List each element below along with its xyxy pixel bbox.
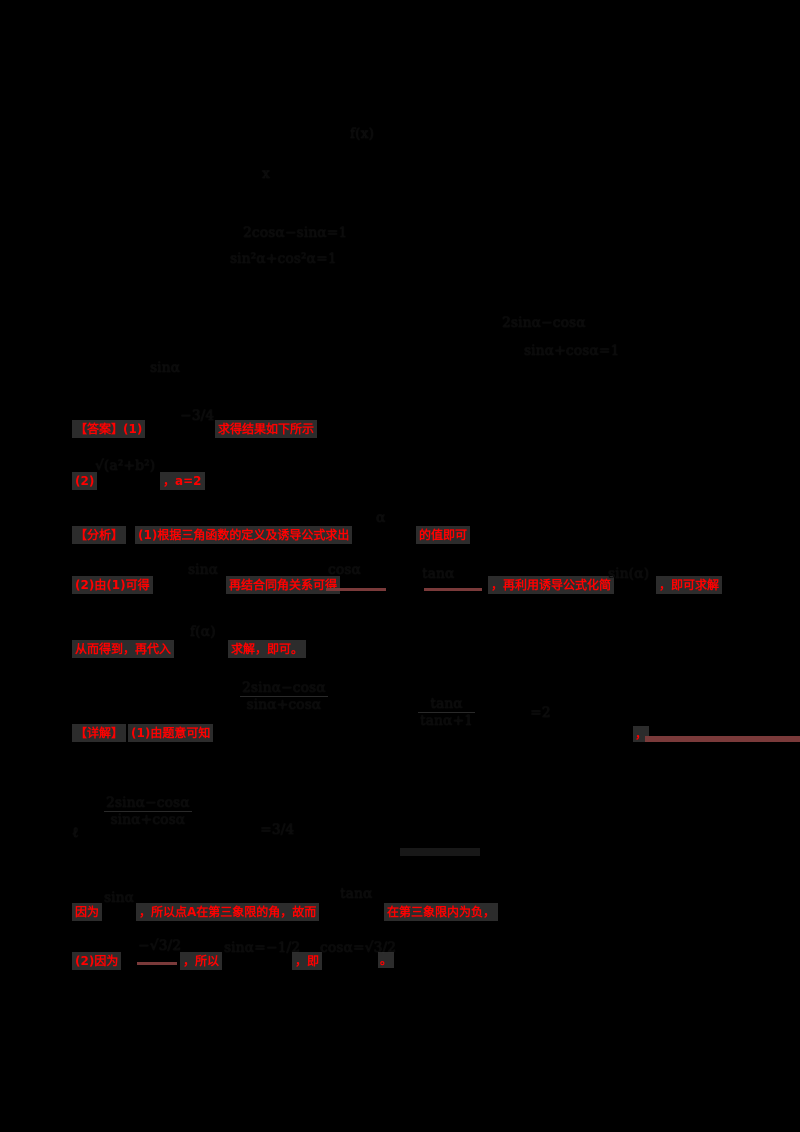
right-system-line-2: sinα+cosα=1 xyxy=(524,343,620,359)
fraction-denominator: sinα+cosα xyxy=(110,812,186,828)
solution-line4-formula-1: −√3/2 xyxy=(138,938,182,954)
solution-line2-rhs: =3/4 xyxy=(260,822,295,838)
analysis-line3-text: 从而得到，再代入 xyxy=(72,640,175,658)
analysis-line2-text: ，再利用诱导公式化简 xyxy=(488,576,615,594)
answer-label-text: 求得结果如下所示 xyxy=(215,420,318,438)
right-system-of-equations: 2sinα−cosα sinα+cosα=1 xyxy=(488,315,619,359)
system-of-equations: 2cosα−sinα=1 sin²α+cos²α=1 xyxy=(205,225,347,267)
analysis-line2-formula-1: sinα xyxy=(188,562,219,578)
header-math-fragment-2: x xyxy=(262,166,270,182)
highlight-bar xyxy=(400,848,480,856)
answer-formula-2: √(a²+b²) xyxy=(95,458,156,474)
fraction-bar xyxy=(418,712,476,713)
solution-line4-mid: ，即 xyxy=(292,952,323,970)
system-line-2: sin²α+cos²α=1 xyxy=(230,251,337,267)
underline xyxy=(326,588,386,591)
analysis-line2-formula-3: tanα xyxy=(422,566,455,582)
analysis-line3-suffix: 求解，即可。 xyxy=(228,640,307,658)
fraction: 2sinα−cosα sinα+cosα xyxy=(240,680,328,713)
answer-formula-1: −3/4 xyxy=(180,408,215,424)
solution-label: 【详解】 xyxy=(72,724,127,742)
right-system-line-1: 2sinα−cosα xyxy=(502,315,586,331)
solution-line3-formula-1: sinα xyxy=(104,890,135,906)
analysis-line2-prefix: (2)由(1)可得 xyxy=(72,576,153,594)
solution-line4-formula-3: cosα=√3/2 xyxy=(320,940,397,956)
fraction: tanα tanα+1 xyxy=(418,696,476,729)
system-line-1: 2cosα−sinα=1 xyxy=(243,225,348,241)
fraction-numerator: 2sinα−cosα xyxy=(106,795,190,811)
underline xyxy=(137,962,177,965)
answer-label-2: (2) xyxy=(72,472,98,490)
analysis-line2-suffix: ，即可求解 xyxy=(656,576,723,594)
answer-suffix: ，a=2 xyxy=(160,472,205,490)
solution-line4-prefix: (2)因为 xyxy=(72,952,122,970)
header-math-fragment-1: f(x) xyxy=(350,126,375,142)
fraction-denominator: sinα+cosα xyxy=(246,697,322,713)
solution-line4-text: ，所以 xyxy=(180,952,223,970)
analysis-label: 【分析】 xyxy=(72,526,127,544)
solution-line3-prefix: 因为 xyxy=(72,903,103,921)
solution-line3-suffix: 在第三象限内为负， xyxy=(384,903,499,921)
analysis-part1-var: α xyxy=(376,510,386,526)
fraction-bar xyxy=(240,696,328,697)
fraction: 2sinα−cosα sinα+cosα xyxy=(104,795,192,828)
analysis-line2-mid: 再结合同角关系可得 xyxy=(226,576,341,594)
solution-line4-end: 。 xyxy=(378,952,395,968)
analysis-line2-formula-2: cosα xyxy=(328,562,361,578)
answer-label: 【答案】(1) xyxy=(72,420,146,438)
solution-line3-text: ，所以点A在第三象限的角，故而 xyxy=(136,903,320,921)
solution-line3-formula-2: tanα xyxy=(340,886,373,902)
underline xyxy=(645,736,800,742)
underline xyxy=(424,588,482,591)
fraction-denominator: tanα+1 xyxy=(420,713,474,729)
solution-line4-formula-2: sinα=−1/2 xyxy=(224,940,301,956)
solution-part1-label: (1)由题意可知 xyxy=(128,724,214,742)
solution-fraction-2: tanα tanα+1 xyxy=(418,696,476,729)
analysis-part1-text: (1)根据三角函数的定义及诱导公式求出 xyxy=(135,526,353,544)
solution-line2-fraction: 2sinα−cosα sinα+cosα xyxy=(104,795,192,828)
solution-line2-bracket: ℓ xyxy=(72,825,79,841)
analysis-part1-suffix: 的值即可 xyxy=(416,526,471,544)
analysis-line2-formula-4: sin(α) xyxy=(608,566,650,582)
solution-formula-3: =2 xyxy=(530,705,551,721)
analysis-line3-formula: f(α) xyxy=(190,624,216,640)
left-math-fragment: sinα xyxy=(150,360,181,376)
fraction-bar xyxy=(104,811,192,812)
solution-fraction-1: 2sinα−cosα sinα+cosα xyxy=(240,680,328,713)
fraction-numerator: tanα xyxy=(430,696,463,712)
fraction-numerator: 2sinα−cosα xyxy=(242,680,326,696)
